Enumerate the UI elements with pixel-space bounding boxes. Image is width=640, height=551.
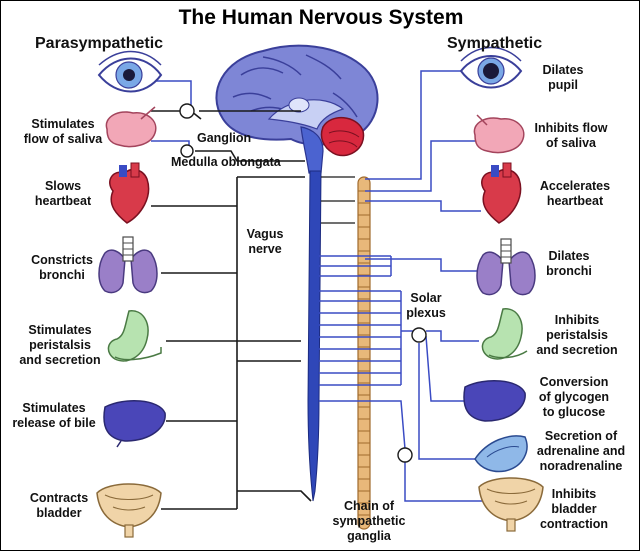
right-liver-illustration [463, 380, 526, 422]
right-adrenal-gland-illustration [474, 435, 528, 473]
label-medulla-oblongata: Medulla oblongata [171, 155, 281, 169]
right-lungs-illustration [476, 238, 536, 296]
left-bladder-illustration [96, 483, 162, 538]
sympathetic-heading: Sympathetic [447, 35, 543, 52]
left-liver-illustration [103, 400, 166, 448]
left-lungs-illustration [98, 236, 158, 294]
spinal-cord [307, 170, 322, 502]
right-eye-illustration [459, 46, 523, 89]
solar-plexus-ganglia [179, 103, 427, 463]
right-heart-illustration [481, 162, 522, 224]
left-heart-illustration [109, 162, 150, 224]
label-ganglion: Ganglion [197, 131, 252, 145]
right-salivary-gland-illustration [473, 114, 525, 154]
left-stomach-illustration [107, 310, 162, 362]
page-title: The Human Nervous System [178, 6, 464, 29]
sympathetic-chain [357, 176, 371, 530]
brain-illustration [215, 44, 379, 174]
parasympathetic-nerves [151, 110, 312, 510]
left-eye-illustration [97, 50, 163, 93]
left-salivary-gland-illustration [105, 106, 157, 148]
connector-nerves [151, 70, 483, 502]
parasympathetic-heading: Parasympathetic [35, 35, 164, 52]
right-bladder-illustration [478, 477, 544, 532]
right-stomach-illustration [481, 308, 528, 360]
